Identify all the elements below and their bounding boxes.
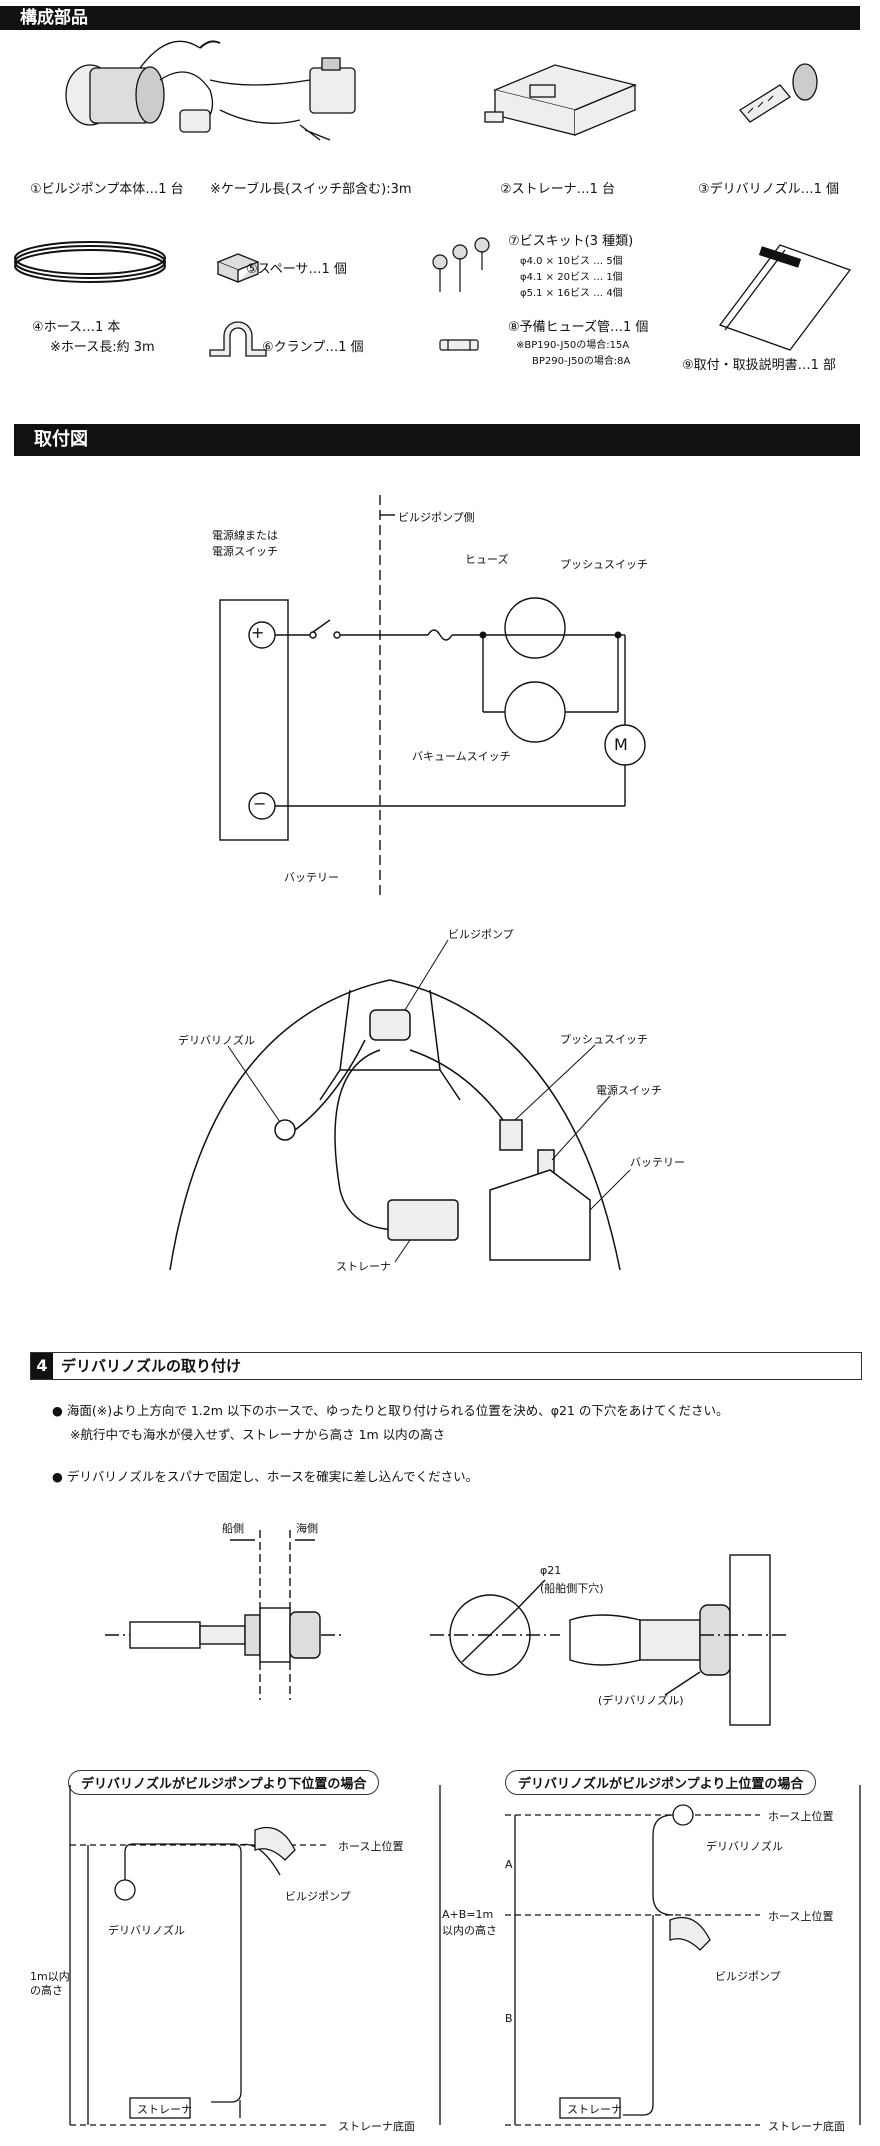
hull-battery-label: バッテリー <box>630 1156 685 1169</box>
vacuum-switch-label: バキュームスイッチ <box>412 750 511 763</box>
wiring-diagram <box>219 495 646 895</box>
right-strainer-label: ストレーナ <box>567 2103 622 2116</box>
hull-nozzle-label: デリバリノズル <box>178 1034 255 1047</box>
part-6-label: ⑥クランプ…1 個 <box>262 340 364 355</box>
install-section-title: 取付図 <box>34 429 88 450</box>
right-height-b: B <box>505 2012 513 2025</box>
right-hose-top-label-2: ホース上位置 <box>768 1910 834 1923</box>
part-2-label: ②ストレーナ…1 台 <box>500 182 616 197</box>
right-height-a: A <box>505 1858 513 1871</box>
right-strainer-bottom-label: ストレーナ底面 <box>768 2120 845 2133</box>
part-4-note: ※ホース長:約 3m <box>50 340 155 355</box>
right-pump-label: ビルジポンプ <box>715 1970 781 1983</box>
hull-layout-diagram <box>169 939 631 1271</box>
part-5-label: ⑤スペーサ…1 個 <box>246 262 347 277</box>
part-9-label: ⑨取付・取扱説明書…1 部 <box>682 358 837 373</box>
hull-bilge-pump-label: ビルジポンプ <box>448 928 514 941</box>
push-switch-symbol <box>504 597 566 659</box>
hull-strainer <box>387 1199 459 1241</box>
power-line-label: 電源線または <box>212 529 278 542</box>
right-ab-label-a: A+B=1m <box>442 1908 494 1921</box>
screws-illustration <box>432 237 490 292</box>
hull-push-switch <box>499 1119 523 1151</box>
part-8-label: ⑧予備ヒューズ管…1 個 <box>508 320 649 335</box>
right-nozzle-label: デリバリノズル <box>706 1840 783 1853</box>
left-pump-label: ビルジポンプ <box>285 1890 351 1903</box>
left-strainer-label: ストレーナ <box>137 2103 192 2116</box>
push-switch-label: プッシュスイッチ <box>560 558 648 571</box>
hull-power-switch-label: 電源スイッチ <box>596 1084 662 1097</box>
hull-outline <box>169 979 621 1271</box>
battery-minus: − <box>253 794 267 813</box>
step-4-header: 4 デリバリノズルの取り付け <box>30 1352 862 1380</box>
left-hose-top-label: ホース上位置 <box>338 1840 404 1853</box>
part-8-note-a: ※BP190-J50の場合:15A <box>516 340 630 351</box>
step-4-title: デリバリノズルの取り付け <box>61 1357 242 1375</box>
sea-side-label: 海側 <box>296 1522 318 1535</box>
bilge-pump-illustration <box>65 40 221 133</box>
right-case-title: デリバリノズルがビルジポンプより上位置の場合 <box>505 1770 817 1795</box>
hose-illustration <box>14 241 166 283</box>
step-4-bullet-1: ● 海面(※)より上方向で 1.2m 以下のホースで、ゆったりと取り付けられる位… <box>52 1403 729 1418</box>
switch-box-illustration <box>209 57 356 141</box>
install-section-header: 取付図 <box>14 424 860 456</box>
part-7-spec-b: φ4.1 × 20ビス … 1個 <box>520 272 623 283</box>
left-height-b: の高さ <box>30 1984 63 1997</box>
part-7-spec-a: φ4.0 × 10ビス … 5個 <box>520 256 623 267</box>
pump-side-label: ビルジポンプ側 <box>398 511 475 524</box>
part-3-label: ③デリバリノズル…1 個 <box>698 182 840 197</box>
left-case-title: デリバリノズルがビルジポンプより下位置の場合 <box>68 1770 380 1795</box>
parts-section-header: 構成部品 <box>0 6 860 30</box>
strainer-illustration <box>484 64 638 136</box>
right-ab-label-b: 以内の高さ <box>442 1924 497 1937</box>
left-height-a: 1m以内 <box>30 1970 70 1983</box>
hose-section <box>129 1621 201 1649</box>
step-4-bullet-2: ● デリバリノズルをスパナで固定し、ホースを確実に差し込んでください。 <box>52 1469 479 1484</box>
battery-plus: + <box>251 623 265 642</box>
fuse-label: ヒューズ <box>465 553 509 566</box>
part-4-label: ④ホース…1 本 <box>32 320 121 335</box>
part-8-note-b: BP290-J50の場合:8A <box>532 356 631 367</box>
spacer-illustration <box>216 253 260 283</box>
left-strainer-bottom-label: ストレーナ底面 <box>338 2120 415 2133</box>
step-4-number: 4 <box>31 1353 53 1379</box>
nozzle-install-diagram <box>105 1530 790 1726</box>
battery-box <box>219 599 289 841</box>
hull-battery <box>489 1169 591 1261</box>
hole-note-label: (船舶側下穴) <box>540 1582 604 1595</box>
hole-size-label: φ21 <box>540 1564 562 1577</box>
delivery-nozzle-illustration <box>739 63 818 123</box>
clamp-illustration <box>209 321 267 357</box>
part-7-label: ⑦ビスキット(3 種類) <box>508 234 634 249</box>
power-switch-label: 電源スイッチ <box>212 545 278 558</box>
part-7-spec-c: φ5.1 × 16ビス … 4個 <box>520 288 623 299</box>
hull-push-switch-label: プッシュスイッチ <box>560 1033 648 1046</box>
hole-circle <box>449 1594 531 1676</box>
parts-section-title: 構成部品 <box>20 8 88 28</box>
hull-pump <box>369 1009 411 1041</box>
part-1-note: ※ケーブル長(スイッチ部含む):3m <box>210 182 412 197</box>
fuse-symbol <box>427 629 453 641</box>
step-4-bullet-1-note: ※航行中でも海水が侵入せず、ストレーナから高さ 1m 以内の高さ <box>70 1427 446 1442</box>
part-1-label: ①ビルジポンプ本体…1 台 <box>30 182 184 197</box>
nozzle-label: (デリバリノズル) <box>598 1694 684 1707</box>
ship-side-label: 船側 <box>222 1522 244 1535</box>
parts-illustrations <box>14 40 852 357</box>
right-hose-top-label-1: ホース上位置 <box>768 1810 834 1823</box>
manual-illustration <box>718 244 852 351</box>
motor-label: M <box>614 735 628 754</box>
fuse-illustration <box>439 339 479 351</box>
hull-strainer-label: ストレーナ <box>336 1260 391 1273</box>
left-nozzle-label: デリバリノズル <box>108 1924 185 1937</box>
battery-label: バッテリー <box>284 871 339 884</box>
